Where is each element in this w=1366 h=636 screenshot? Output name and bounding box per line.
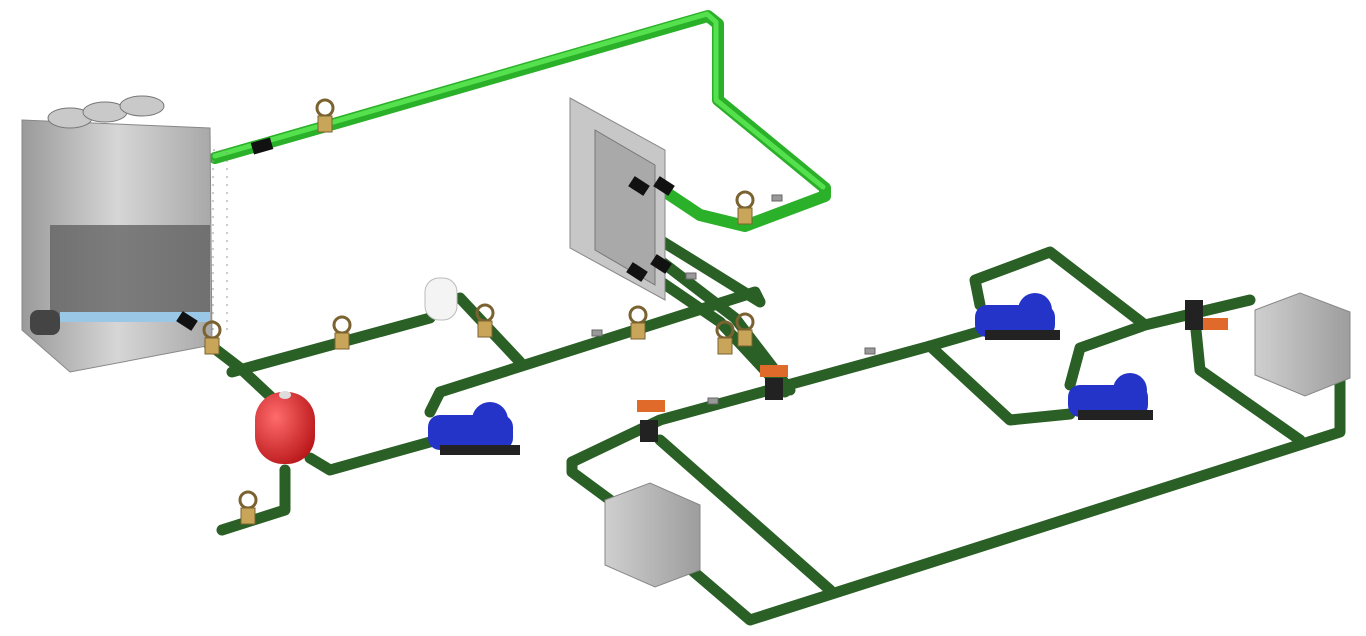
pump-icon — [428, 402, 520, 455]
air-separator-tank — [424, 277, 458, 321]
cooling-pipe-loop — [209, 10, 831, 232]
expansion-tank — [255, 391, 315, 464]
pump-icon — [1068, 373, 1153, 420]
pump-icon — [975, 293, 1060, 340]
load-box-icon — [1254, 292, 1351, 397]
fan-icon — [47, 95, 165, 129]
plate-heat-exchanger — [569, 97, 666, 301]
gate-valve-icon — [202, 98, 755, 525]
motorized-valve-icon — [637, 300, 1228, 442]
flow-arrow-icon — [176, 137, 675, 331]
supply-pipe-network — [174, 234, 1346, 626]
sensor-icon — [591, 194, 876, 405]
cooling-tower — [21, 95, 228, 373]
load-box-icon — [604, 482, 701, 588]
